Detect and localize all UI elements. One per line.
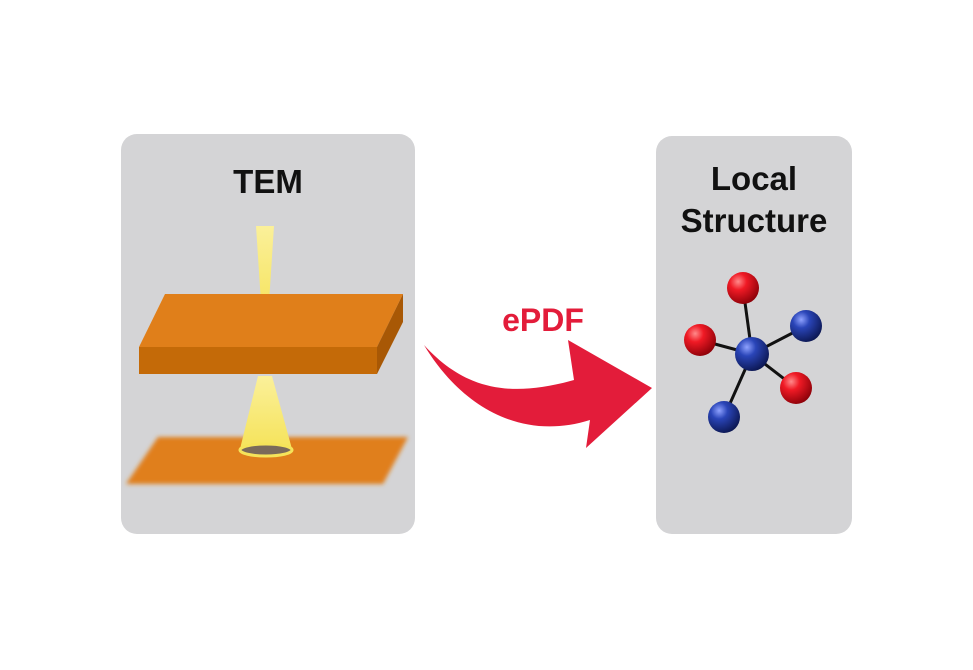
atom-blue-bottom: [708, 401, 740, 433]
local-structure-title: Local Structure: [656, 158, 852, 242]
transmitted-beam: [240, 376, 292, 449]
sample-slab: [139, 294, 403, 374]
local-structure-title-line2: Structure: [680, 202, 828, 239]
sample-slab-top: [139, 294, 403, 347]
atom-red-lower-right: [780, 372, 812, 404]
diffraction-spot: [238, 442, 294, 458]
epdf-label: ePDF: [502, 302, 584, 338]
local-structure-title-line1: Local: [710, 160, 798, 197]
tem-title: TEM: [233, 163, 303, 200]
molecule: [684, 272, 822, 433]
atom-red-left: [684, 324, 716, 356]
process-arrow: [424, 340, 652, 448]
atom-blue-center: [735, 337, 769, 371]
detector-screen: [126, 437, 408, 484]
sample-slab-side: [377, 294, 403, 374]
atom-blue-upper-right: [790, 310, 822, 342]
sample-slab-front: [139, 347, 377, 374]
atom-red-top: [727, 272, 759, 304]
